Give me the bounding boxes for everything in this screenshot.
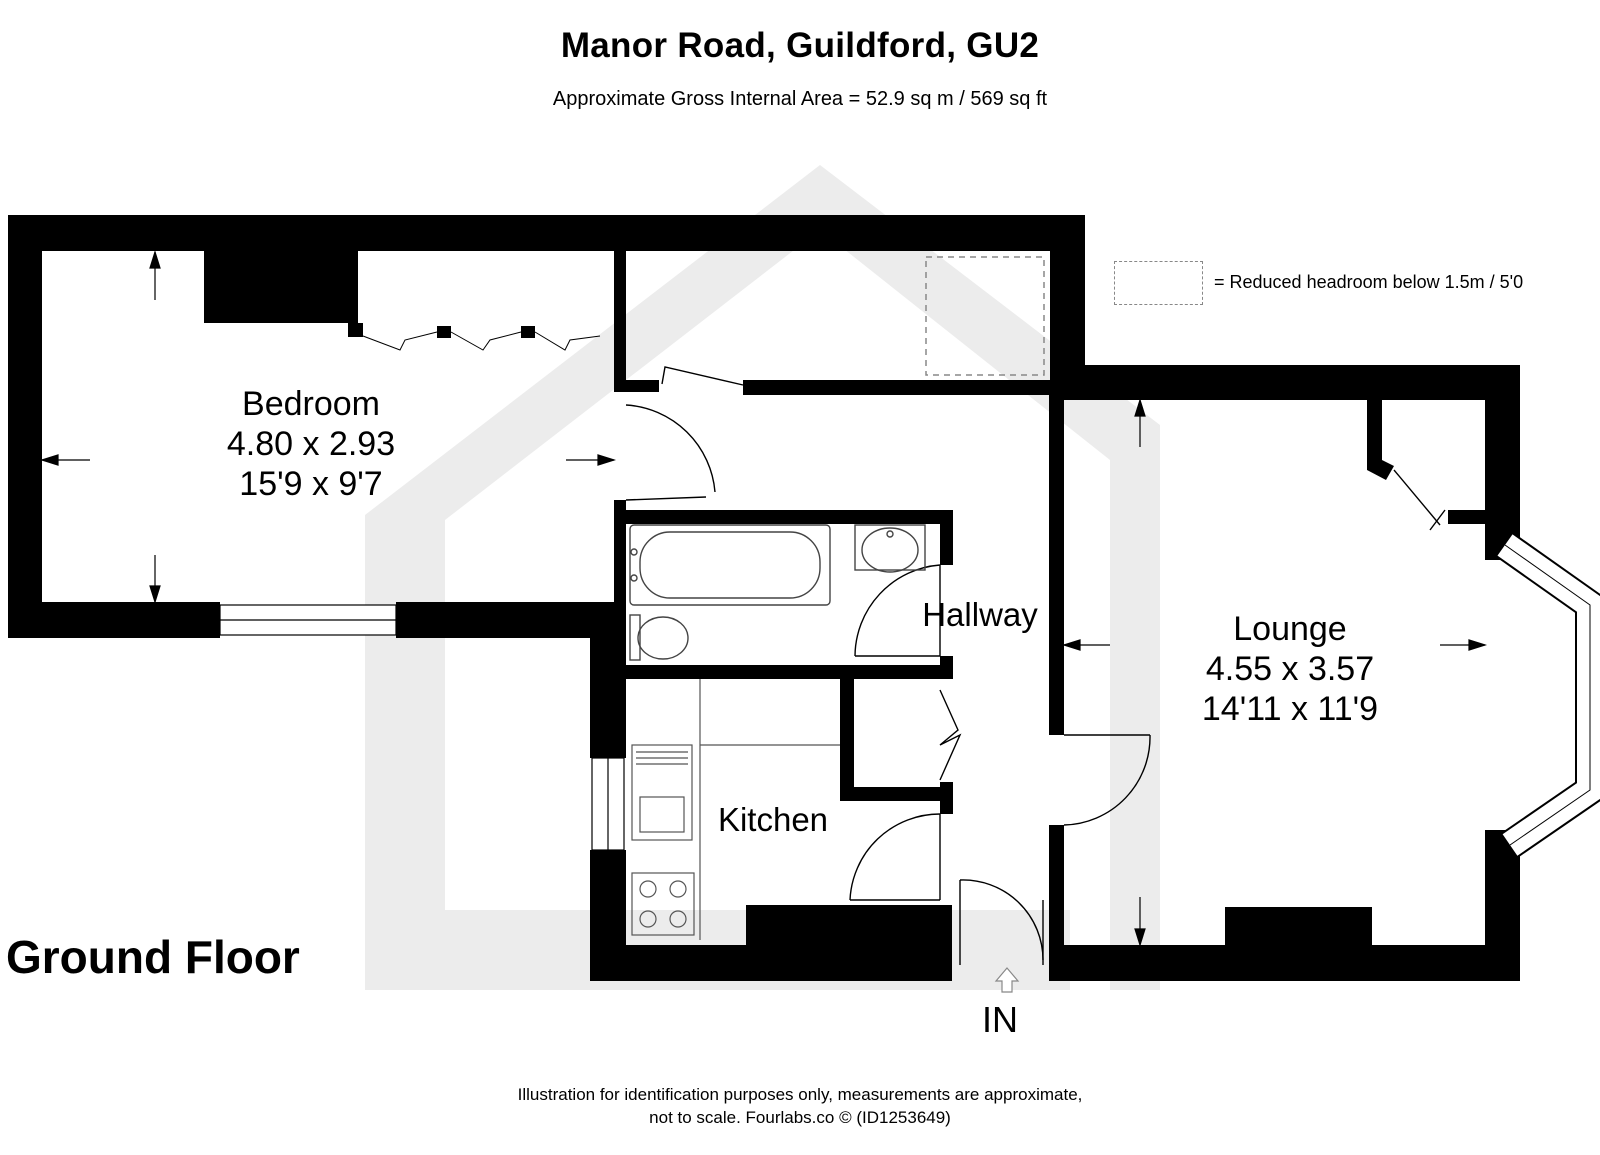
walls bbox=[8, 215, 1520, 981]
toilet bbox=[629, 614, 689, 661]
doors bbox=[625, 366, 1446, 965]
plan-area-subtitle: Approximate Gross Internal Area = 52.9 s… bbox=[552, 88, 1048, 110]
sink bbox=[631, 744, 693, 841]
entrance-arrow bbox=[994, 967, 1020, 993]
bedroom-name: Bedroom bbox=[242, 385, 380, 423]
disclaimer-line-1: Illustration for identification purposes… bbox=[517, 1085, 1083, 1104]
room-label-hallway: Hallway bbox=[910, 595, 1050, 635]
bedroom-imperial-size: 15'9 x 9'7 bbox=[239, 465, 383, 503]
legend-text: = Reduced headroom below 1.5m / 5'0 bbox=[1214, 272, 1524, 292]
room-label-bedroom: Bedroom 4.80 x 2.93 15'9 x 9'7 bbox=[206, 384, 416, 504]
floor-label: Ground Floor bbox=[6, 931, 300, 983]
disclaimer-line-2: not to scale. Fourlabs.co © (ID1253649) bbox=[649, 1108, 951, 1127]
dimension-arrows bbox=[39, 249, 1488, 948]
basin bbox=[854, 524, 926, 573]
plan-title: Manor Road, Guildford, GU2 bbox=[560, 26, 1040, 65]
reduced-headroom-area bbox=[925, 256, 1045, 376]
disclaimer-footer: Illustration for identification purposes… bbox=[0, 1083, 1600, 1129]
legend-swatch bbox=[1114, 261, 1203, 305]
bedroom-metric-size: 4.80 x 2.93 bbox=[226, 425, 396, 463]
hob bbox=[631, 872, 695, 936]
wardrobe-doors bbox=[362, 331, 601, 351]
watermark-logo bbox=[365, 165, 1160, 990]
lounge-name: Lounge bbox=[1233, 610, 1347, 648]
kitchen-name: Kitchen bbox=[717, 801, 829, 838]
bathroom-fixtures bbox=[629, 524, 926, 661]
entrance-label: IN bbox=[982, 999, 1018, 1040]
windows bbox=[219, 532, 1600, 858]
hallway-name: Hallway bbox=[922, 596, 1038, 633]
kitchen-fixtures bbox=[631, 679, 840, 940]
room-label-lounge: Lounge 4.55 x 3.57 14'11 x 11'9 bbox=[1180, 609, 1400, 729]
lounge-imperial-size: 14'11 x 11'9 bbox=[1201, 690, 1379, 728]
bath bbox=[629, 524, 831, 606]
lounge-metric-size: 4.55 x 3.57 bbox=[1205, 650, 1375, 688]
room-label-kitchen: Kitchen bbox=[708, 800, 838, 840]
